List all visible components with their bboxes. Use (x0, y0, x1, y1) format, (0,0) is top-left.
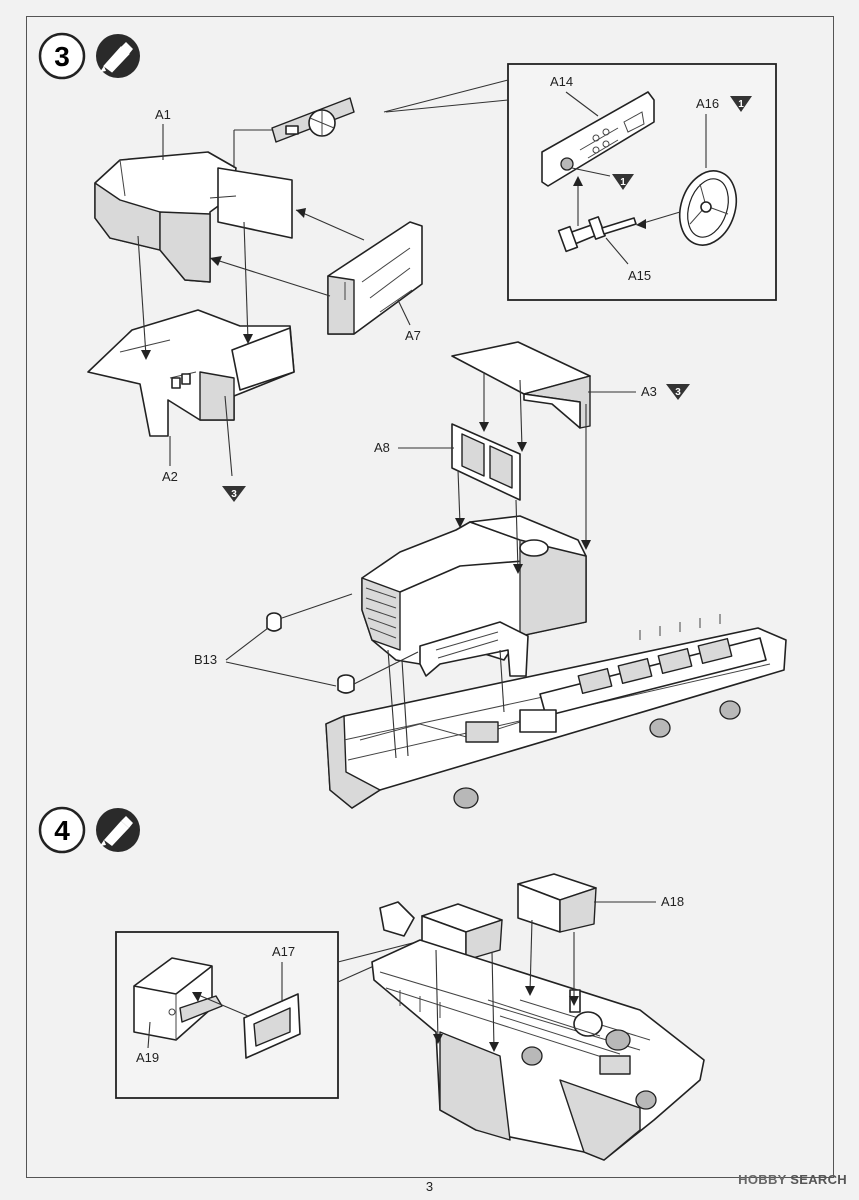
paint-marker-a2: 3 (222, 486, 246, 502)
part-dashboard-small (271, 97, 355, 143)
inset-dashboard: A14 A16 A15 1 1 (383, 63, 777, 301)
paint-marker-a14: 1 (571, 167, 634, 190)
label-a14: A14 (550, 74, 573, 89)
assembly-lines-a1 (137, 129, 365, 477)
marker-a14-number: 1 (620, 177, 626, 188)
watermark-rest: SEARCH (790, 1172, 847, 1187)
page-number: 3 (425, 1179, 434, 1194)
step-4-badge: 4 (38, 806, 86, 854)
marker-a3-number: 3 (675, 387, 681, 398)
label-a3: A3 (641, 384, 657, 399)
step-4-number: 4 (54, 815, 70, 846)
label-a15: A15 (628, 268, 651, 283)
paint-marker-a3: 3 (666, 384, 690, 400)
label-a1: A1 (155, 107, 171, 122)
glue-tube-icon (96, 808, 140, 852)
part-a1-panel (217, 167, 293, 239)
assembly-lines-cab (387, 372, 591, 759)
part-battery-box-2 (421, 903, 503, 961)
part-a1-cab-front (94, 151, 237, 283)
label-a7: A7 (405, 328, 421, 343)
step-3-number: 3 (54, 41, 70, 72)
marker-a2-number: 3 (231, 489, 237, 500)
part-a3-roof (451, 341, 591, 429)
label-a18: A18 (661, 894, 684, 909)
label-a17: A17 (272, 944, 295, 959)
part-b13-a (266, 612, 282, 632)
inset-battery-box: A17 A19 (115, 931, 433, 1099)
label-a8: A8 (374, 440, 390, 455)
label-b13: B13 (194, 652, 217, 667)
page-frame (26, 16, 834, 1178)
label-a2: A2 (162, 469, 178, 484)
paint-marker-a16: 1 (730, 96, 752, 112)
label-a16: A16 (696, 96, 719, 111)
glue-tube-icon (96, 34, 140, 78)
watermark-brand: HOBBY (738, 1172, 787, 1187)
part-b13-b (337, 674, 355, 694)
part-a18-box (517, 873, 597, 933)
step-3-badge: 3 (38, 32, 86, 80)
part-a7-side-panel (327, 221, 423, 335)
part-cab-body (361, 515, 587, 677)
part-a8-window-frame (451, 423, 521, 501)
part-a2-floor (87, 309, 295, 437)
part-chassis-step4 (371, 901, 705, 1161)
watermark: HOBBY SEARCH (738, 1172, 847, 1187)
label-a19: A19 (136, 1050, 159, 1065)
part-chassis-step3 (325, 614, 787, 809)
marker-a16-number: 1 (738, 99, 744, 110)
assembly-lines-step4 (433, 919, 579, 1052)
